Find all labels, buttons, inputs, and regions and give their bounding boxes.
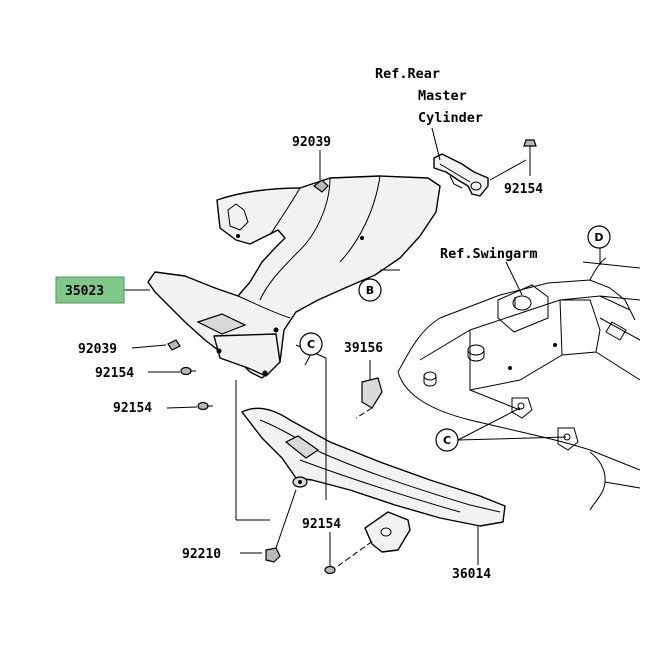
ref-rear-label: Ref.Rear (375, 66, 440, 82)
ref-cylinder-label: Cylinder (418, 110, 483, 126)
collar-icon (265, 547, 281, 563)
highlight-box (55, 276, 125, 304)
cover-39156 (361, 377, 383, 409)
part-number-92154-left-1: 92154 (95, 366, 134, 381)
callout-c-right: C (435, 428, 459, 452)
screw-icon (523, 139, 537, 158)
rear-fender-35023 (147, 175, 441, 379)
part-number-92154-left-2: 92154 (113, 401, 152, 416)
svg-text:C: C (443, 434, 451, 447)
part-number-92154-top-right: 92154 (504, 182, 543, 197)
svg-text:D: D (594, 231, 603, 244)
ref-master-label: Master (418, 88, 467, 104)
fasteners (167, 139, 537, 575)
part-number-35023: 35023 (65, 284, 104, 299)
callout-b: B (358, 278, 382, 302)
part-number-92210: 92210 (182, 547, 221, 562)
part-number-92039-left: 92039 (78, 342, 117, 357)
callout-d: D (587, 225, 611, 249)
part-number-92039-top: 92039 (292, 135, 331, 150)
ref-swingarm-label: Ref.Swingarm (440, 246, 538, 262)
part-number-39156: 39156 (344, 341, 383, 356)
clip-icon (167, 339, 181, 351)
screw-icon (324, 558, 336, 575)
svg-text:C: C (307, 338, 315, 351)
swingarm-drawing (397, 257, 641, 511)
rear-master-cylinder-bracket (433, 153, 489, 197)
part-number-92154-bottom: 92154 (302, 517, 341, 532)
screw-icon (197, 401, 213, 411)
screw-icon (180, 366, 196, 376)
leader-lines (124, 127, 601, 567)
svg-text:B: B (366, 284, 374, 297)
part-number-36014: 36014 (452, 567, 491, 582)
chain-guard-36014 (241, 407, 506, 553)
callout-c-left: C (299, 332, 323, 356)
